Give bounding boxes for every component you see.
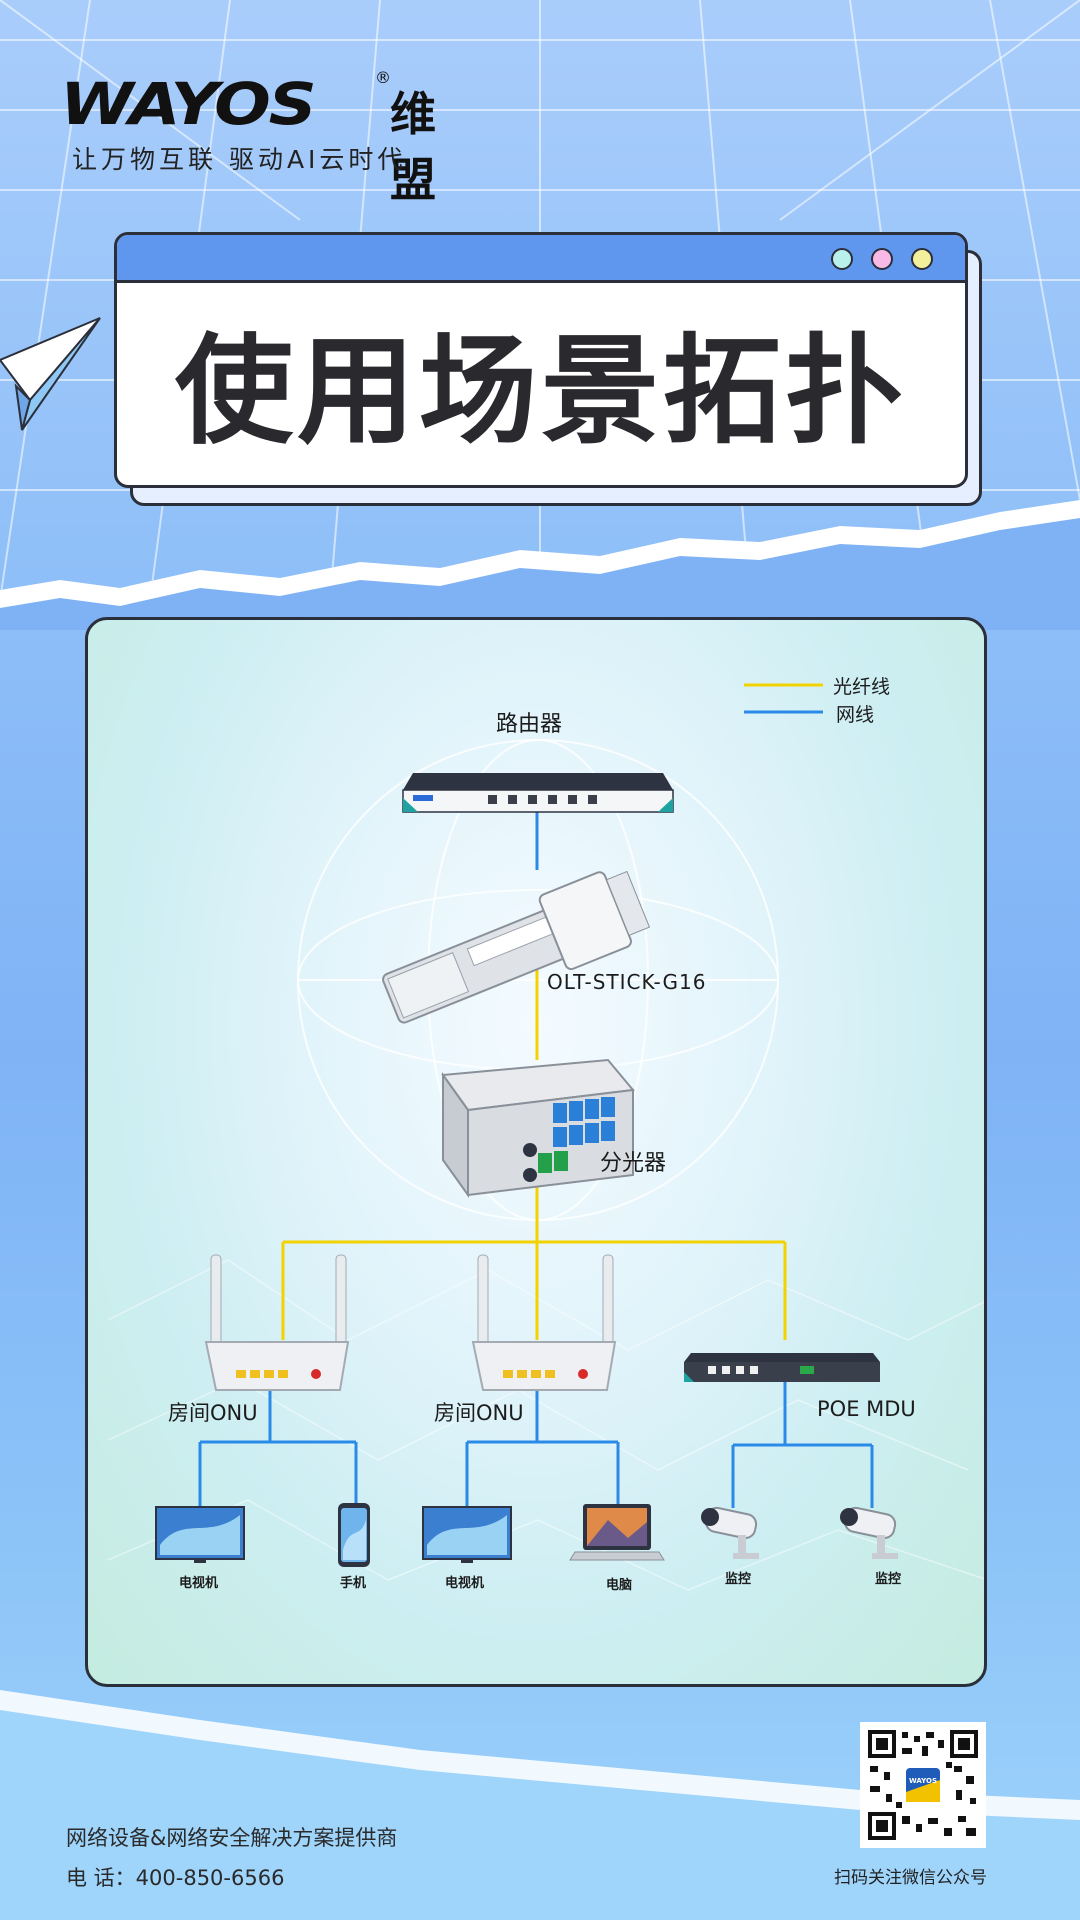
- laptop-label: 电脑: [606, 1578, 633, 1593]
- paper-plane-icon: [0, 317, 101, 431]
- camera-device-1: [701, 1506, 759, 1559]
- camera-1-label: 监控: [725, 1572, 752, 1587]
- onu-device-left: [204, 1254, 350, 1391]
- laptop-device: [569, 1504, 665, 1561]
- splitter-label: 分光器: [600, 1151, 667, 1176]
- qr-caption: 扫码关注微信公众号: [834, 1868, 987, 1888]
- phone-label: 手机: [340, 1576, 367, 1591]
- optical-splitter-device: [441, 1058, 635, 1199]
- qr-pattern: WAYOS: [866, 1728, 980, 1842]
- tv-1-label: 电视机: [179, 1576, 219, 1591]
- title-window: 使用场景拓扑图: [114, 232, 968, 488]
- olt-label: OLT-STICK-G16: [547, 970, 707, 994]
- legend-fiber-label: 光纤线: [833, 676, 891, 698]
- bottom-wave-decoration: [0, 1690, 1080, 1920]
- router-label: 路由器: [496, 712, 563, 737]
- torn-paper-divider: [0, 500, 1080, 630]
- tv-device-1: [155, 1506, 245, 1563]
- onu-device-middle: [471, 1254, 617, 1391]
- camera-2-label: 监控: [875, 1572, 902, 1587]
- tv-2-label: 电视机: [445, 1576, 485, 1591]
- phone-number: 电 话：400-850-6566: [66, 1866, 285, 1890]
- fiber-lines: [281, 940, 787, 1340]
- poe-mdu-label: POE MDU: [817, 1397, 916, 1421]
- phone-device: [338, 1503, 370, 1567]
- wechat-qr-code[interactable]: WAYOS: [860, 1722, 986, 1848]
- topology-drawing: [107, 683, 984, 1591]
- onu-left-label: 房间ONU: [168, 1401, 258, 1425]
- svg-text:WAYOS: WAYOS: [909, 1777, 937, 1785]
- page-title: 使用场景拓扑图: [174, 322, 907, 460]
- window-dot-pink: [871, 248, 893, 270]
- logo-wordmark: WAYOS: [60, 70, 317, 138]
- topology-diagram-card: 光纤线 网线 路由器 OLT-STICK-G16 分光器 房间ONU 房间ONU…: [85, 617, 987, 1687]
- window-dot-yellow: [911, 248, 933, 270]
- camera-device-2: [840, 1506, 898, 1559]
- router-device: [402, 773, 674, 813]
- tv-device-2: [422, 1506, 512, 1563]
- wayos-logo: WAYOS ® 维盟: [60, 68, 440, 207]
- registered-mark: ®: [375, 68, 391, 87]
- company-tagline: 网络设备&网络安全解决方案提供商: [66, 1826, 398, 1850]
- window-dot-cyan: [831, 248, 853, 270]
- poe-mdu-device: [684, 1353, 880, 1382]
- olt-stick-device: [382, 870, 651, 1024]
- legend-ethernet-label: 网线: [836, 704, 875, 726]
- ethernet-lines: [198, 810, 874, 1508]
- logo-chinese-name: 维盟: [390, 87, 436, 207]
- onu-mid-label: 房间ONU: [434, 1401, 524, 1425]
- slogan: 让万物互联 驱动AI云时代: [72, 145, 407, 174]
- title-window-bar: [117, 235, 965, 283]
